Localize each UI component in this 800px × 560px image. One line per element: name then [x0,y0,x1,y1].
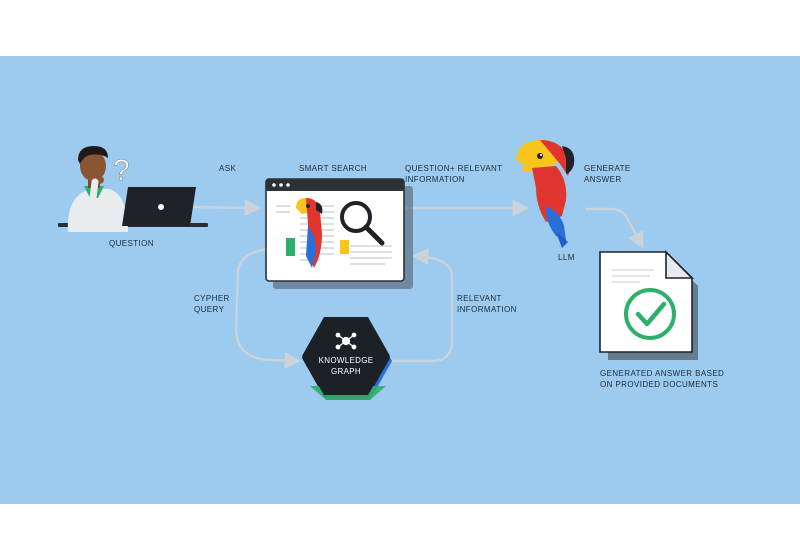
question-label: QUESTION [109,239,154,248]
relevant-information-label: RELEVANT INFORMATION [457,294,517,314]
smart-search-label: SMART SEARCH [299,164,368,173]
checkmark-icon [624,288,676,340]
relevant-information-arrow [390,248,454,363]
generate-answer-label: GENERATE ANSWER [584,164,631,184]
graph-network-icon [335,332,357,350]
person-at-laptop-illustration: ? [58,146,208,232]
svg-text:?: ? [113,154,130,187]
ask-label: ASK [219,164,237,173]
generated-answer-label: GENERATED ANSWER BASED ON PROVIDED DOCUM… [600,369,725,389]
llm-parrot-icon [516,140,575,248]
knowledge-graph-hexagon [302,317,392,400]
generate-answer-arrow [584,207,644,249]
ask-arrow [192,199,262,217]
llm-label: LLM [558,253,575,262]
magnifier-icon [340,201,385,246]
generated-answer-document [599,250,698,360]
diagram-graphics: ? [58,140,698,400]
parrot-small-icon [296,198,323,268]
knowledge-graph-label: KNOWLEDGE GRAPH [318,356,374,376]
smart-search-window [265,178,413,289]
question-relevant-label: QUESTION+ RELEVANT INFORMATION [405,164,503,184]
connector-arrows [192,199,644,369]
cypher-query-label: CYPHER QUERY [194,294,230,314]
diagram-canvas: ? [0,56,800,504]
cypher-query-arrow [234,247,302,369]
